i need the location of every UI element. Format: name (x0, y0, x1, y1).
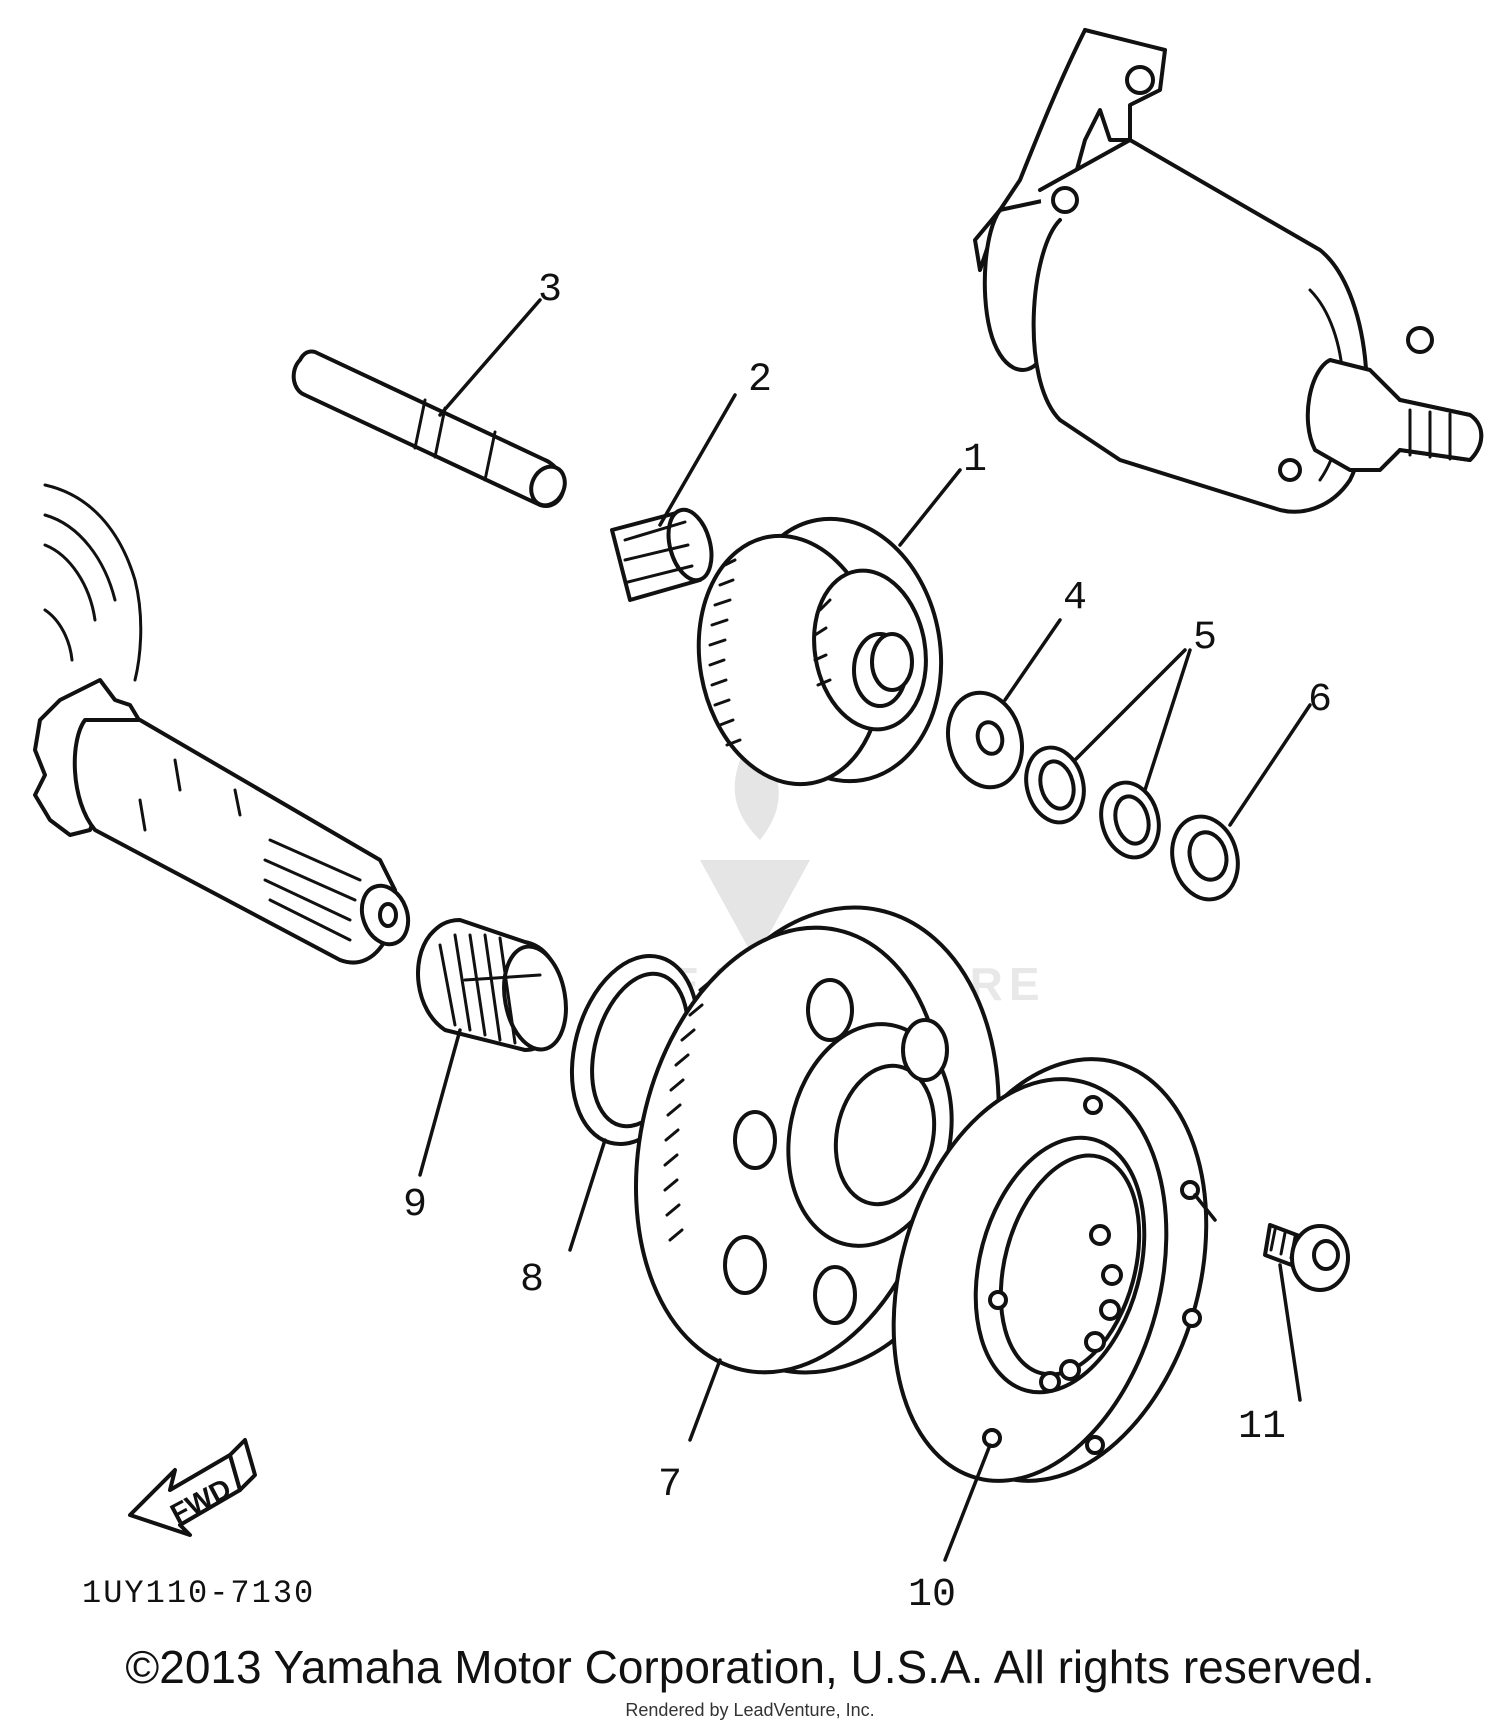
circlip-5a (1024, 745, 1086, 825)
forward-direction-arrow: FWD (128, 1438, 257, 1537)
callout-7: 7 (658, 1463, 682, 1508)
callout-10: 10 (908, 1573, 956, 1618)
starter-clutch (891, 1057, 1209, 1483)
bolt (1263, 1223, 1350, 1292)
callout-labels: 1 2 3 4 5 6 7 8 9 10 11 (403, 268, 1332, 1618)
needle-bearing-large (416, 918, 568, 1052)
callout-2: 2 (748, 358, 772, 403)
callout-5: 5 (1193, 616, 1217, 661)
washer-4 (946, 690, 1024, 790)
callout-11: 11 (1238, 1405, 1286, 1450)
starter-motor (973, 28, 1484, 514)
rendered-by-notice: Rendered by LeadVenture, Inc. (625, 1700, 875, 1720)
idler-shaft (291, 349, 567, 508)
copyright-notice: ©2013 Yamaha Motor Corporation, U.S.A. A… (125, 1641, 1375, 1693)
circlip-5b (1099, 780, 1161, 860)
callout-8: 8 (520, 1258, 544, 1303)
washer-6 (1170, 814, 1240, 902)
callout-1: 1 (963, 438, 987, 483)
callout-9: 9 (403, 1183, 427, 1228)
diagram-reference-code: 1UY110-7130 (82, 1575, 315, 1612)
callout-4: 4 (1063, 576, 1087, 621)
crankshaft (33, 483, 411, 965)
needle-bearing-small (610, 507, 714, 602)
idler-gear (696, 516, 944, 787)
callout-6: 6 (1308, 678, 1332, 723)
callout-3: 3 (538, 268, 562, 313)
leader-lines (418, 298, 1312, 1562)
